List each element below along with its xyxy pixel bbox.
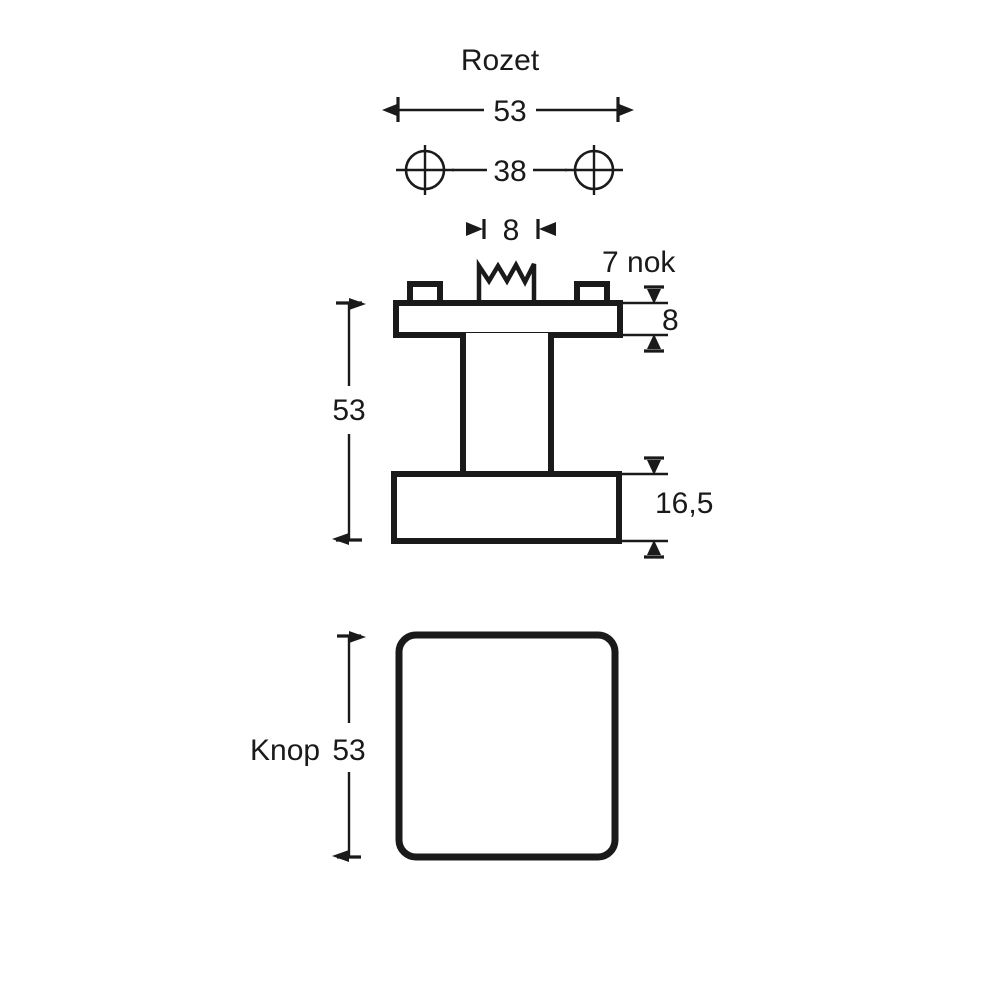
plate-thickness-value: 8 xyxy=(662,304,679,337)
rozet-width-dimension: 53 xyxy=(382,95,634,128)
rosette-plate xyxy=(393,300,623,338)
rozet-hole-left xyxy=(396,145,454,195)
knob-base-plate xyxy=(391,471,622,544)
rozet-section: Rozet 53 38 xyxy=(382,44,634,247)
knob-stem xyxy=(460,332,554,477)
rozet-title: Rozet xyxy=(461,44,540,77)
stem-top-joint xyxy=(466,333,548,339)
knob-front-section: Knop 53 xyxy=(250,631,619,862)
knob-height-value: 53 xyxy=(332,394,365,427)
plate-thickness-dimension: 8 xyxy=(620,285,679,353)
break-line-detail xyxy=(476,258,537,303)
knob-front-size-value: 53 xyxy=(332,734,365,767)
nub-note-label: 7 nok xyxy=(602,246,676,279)
knob-front-square xyxy=(395,631,619,861)
rozet-hole-right xyxy=(565,145,623,195)
rozet-hole-spacing-value: 38 xyxy=(493,155,526,188)
knob-height-dimension: 53 xyxy=(332,298,366,545)
rozet-hole-diameter-dimension: 8 xyxy=(466,214,556,247)
knob-front-size-dimension: 53 xyxy=(332,631,366,862)
knob-profile-section: 53 7 nok 8 16,5 xyxy=(332,246,713,559)
knop-label: Knop xyxy=(250,734,320,767)
rozet-width-value: 53 xyxy=(493,95,526,128)
base-thickness-value: 16,5 xyxy=(655,487,713,520)
base-thickness-dimension: 16,5 xyxy=(619,456,713,559)
rozet-hole-spacing-dimension: 38 xyxy=(452,155,567,188)
rozet-hole-diameter-value: 8 xyxy=(503,214,520,247)
